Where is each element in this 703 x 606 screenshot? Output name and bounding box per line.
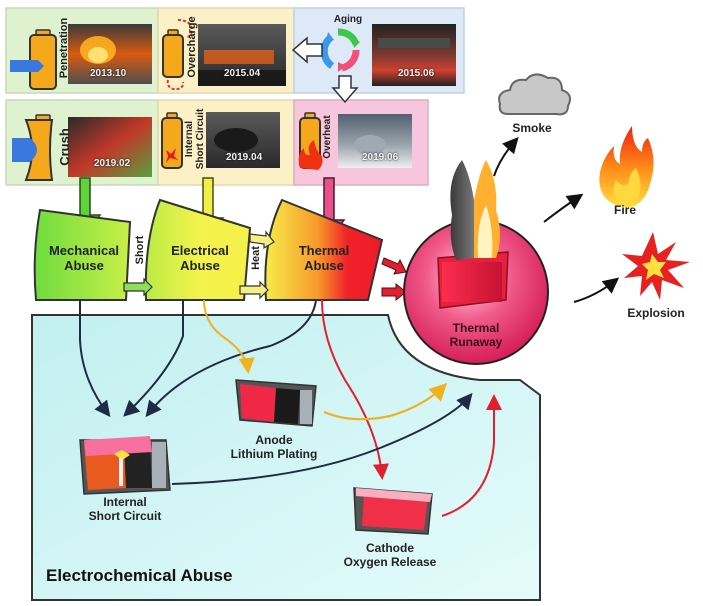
photo-internal-short — [206, 112, 280, 168]
aging-cycle-icon — [320, 28, 360, 72]
anode-to-runaway-path — [323, 382, 448, 421]
mechanical-abuse-line1: Mechanical — [48, 243, 120, 258]
electrical-to-anode-path — [203, 299, 255, 374]
label-overcharge: Overcharge — [186, 16, 198, 78]
thermal-abuse-line2: Abuse — [304, 257, 344, 273]
date-internal-short: 2019.04 — [226, 152, 263, 163]
thermal-runaway-label: Thermal Runaway — [436, 321, 516, 350]
electrochemical-abuse-title: Electrochemical Abuse — [46, 566, 233, 585]
mechanical-abuse-line2: Abuse — [64, 257, 104, 273]
photo-aging — [372, 24, 456, 86]
label-aging: Aging — [333, 14, 363, 25]
cathode-line2: Oxygen Release — [343, 554, 437, 569]
photo-crush — [68, 117, 152, 177]
anode-line1: Anode — [255, 433, 293, 447]
fire-label: Fire — [613, 203, 636, 217]
battery-penetration-icon — [10, 29, 57, 90]
isc-to-runaway-path — [171, 392, 473, 485]
electrical-abuse-line1: Electrical — [171, 243, 229, 258]
explosion-icon — [622, 232, 690, 300]
photo-overcharge — [198, 24, 286, 86]
photo-penetration — [68, 24, 152, 84]
label-crush: Crush — [57, 128, 72, 166]
battery-crush-icon — [12, 114, 54, 181]
date-overheat: 2019.06 — [362, 152, 399, 163]
isc-line1: Internal — [103, 495, 147, 509]
cathode-oxygen-release-label: Cathode Oxygen Release — [330, 541, 450, 570]
anode-lithium-plating-label: Anode Lithium Plating — [214, 433, 334, 462]
electrical-abuse-line2: Abuse — [180, 257, 220, 273]
fire-icon — [599, 126, 654, 208]
battery-overcharge-icon — [162, 19, 193, 91]
aging-to-overcharge-arrow — [291, 36, 323, 64]
label-internal-short-line1: Internal — [184, 120, 195, 158]
anode-cell-icon — [235, 379, 317, 427]
battery-internal-short-icon — [161, 112, 183, 169]
runaway-smoke-plume — [450, 160, 474, 260]
internal-short-circuit-label: Internal Short Circuit — [70, 495, 180, 524]
thermal-abuse-block — [264, 198, 384, 301]
electrical-to-isc-path — [123, 300, 184, 417]
electrical-abuse-label: Electrical Abuse — [152, 243, 248, 274]
date-overcharge: 2015.04 — [224, 68, 261, 79]
thermal-runaway-sphere — [403, 219, 549, 365]
photo-overheat — [338, 114, 412, 168]
isc-line2: Short Circuit — [88, 508, 162, 523]
aging-to-overheat-arrow — [331, 75, 359, 104]
short-connector-arrow — [123, 277, 153, 297]
runaway-to-explosion-arrow — [573, 277, 620, 303]
electrical-abuse-block — [144, 198, 252, 301]
runaway-to-smoke-arrow — [493, 137, 519, 177]
mechanical-abuse-label: Mechanical Abuse — [36, 243, 132, 274]
label-internal-short-line2: Short Circuit — [195, 108, 206, 170]
anode-line2: Lithium Plating — [230, 446, 318, 461]
heat-connector-arrows — [239, 230, 275, 300]
date-penetration: 2013.10 — [90, 68, 127, 79]
thermal-to-runaway-arrows — [381, 257, 407, 302]
mechanical-to-isc-path — [79, 300, 111, 418]
thermal-abuse-line1: Thermal — [298, 243, 350, 258]
cathode-to-runaway-path — [441, 394, 502, 517]
runaway-flame-plume — [474, 160, 500, 258]
date-crush: 2019.02 — [94, 158, 131, 169]
explosion-label: Explosion — [627, 306, 685, 320]
thermal-runaway-line2: Runaway — [449, 334, 503, 349]
short-connector-label: Short — [134, 235, 146, 265]
thermal-to-isc-path — [145, 299, 317, 418]
cathode-line1: Cathode — [366, 541, 414, 555]
internal-short-cell-icon — [79, 436, 171, 495]
heat-connector-label: Heat — [250, 246, 262, 270]
thermal-abuse-label: Thermal Abuse — [276, 243, 372, 274]
thermal-runaway-line1: Thermal — [452, 321, 500, 335]
smoke-label: Smoke — [512, 121, 552, 135]
cathode-cell-icon — [353, 487, 433, 535]
date-aging: 2015.06 — [398, 68, 435, 79]
label-overheat: Overheat — [322, 115, 333, 159]
runaway-to-fire-arrow — [543, 193, 584, 223]
label-penetration: Penetration — [58, 17, 70, 79]
battery-overheat-icon — [298, 112, 323, 170]
smoke-cloud-icon — [498, 73, 571, 116]
